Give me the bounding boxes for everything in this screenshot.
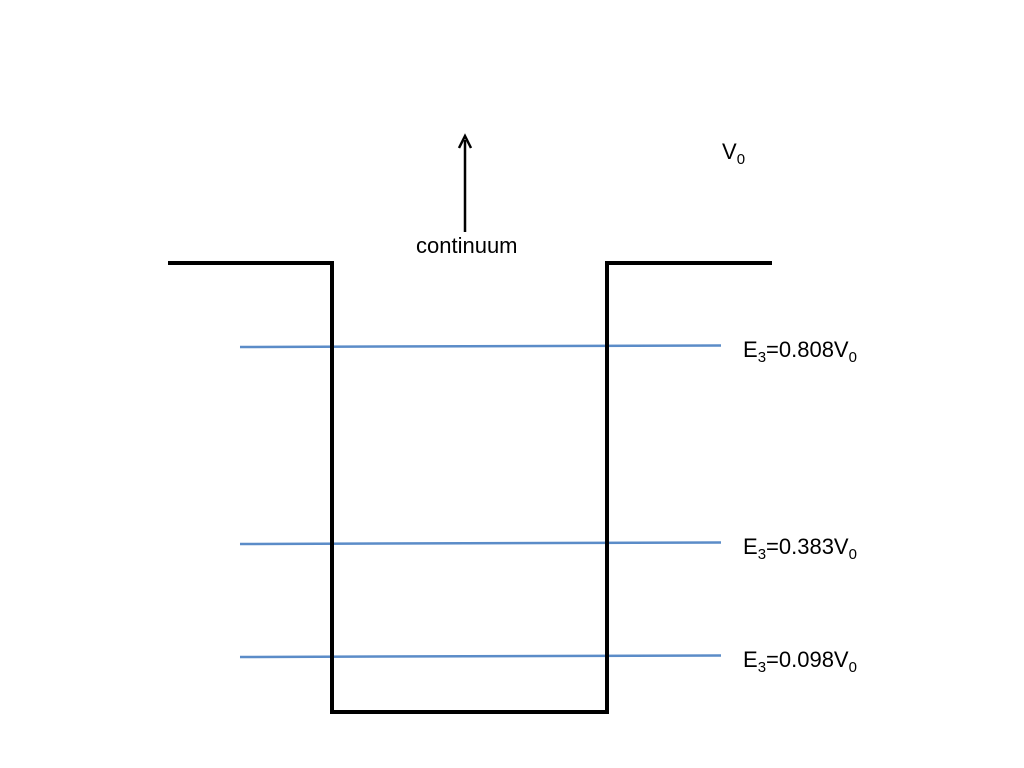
- energy-level-label-1: E3=0.808V0: [743, 337, 857, 366]
- energy-symbol: E: [743, 647, 758, 672]
- energy-level-line-1: [239, 344, 722, 349]
- energy-value: =0.383V: [766, 534, 849, 559]
- energy-level-line-3: [239, 654, 722, 659]
- potential-well-outline: [168, 261, 772, 714]
- energy-value-subscript: 0: [848, 349, 857, 366]
- energy-value-subscript: 0: [848, 546, 857, 563]
- energy-level-label-2: E3=0.383V0: [743, 534, 857, 563]
- energy-symbol: E: [743, 337, 758, 362]
- energy-value: =0.808V: [766, 337, 849, 362]
- energy-symbol: E: [743, 534, 758, 559]
- potential-height-label: V0: [722, 139, 745, 168]
- energy-value: =0.098V: [766, 647, 849, 672]
- energy-subscript: 3: [757, 659, 767, 676]
- continuum-arrow-head: [457, 133, 473, 149]
- continuum-label: continuum: [416, 233, 518, 258]
- energy-level-label-3: E3=0.098V0: [743, 647, 857, 676]
- energy-value-subscript: 0: [848, 659, 857, 676]
- energy-level-line-2: [239, 541, 722, 546]
- potential-subscript: 0: [736, 151, 746, 168]
- energy-subscript: 3: [757, 546, 767, 563]
- potential-symbol: V: [722, 139, 737, 164]
- energy-subscript: 3: [757, 349, 767, 366]
